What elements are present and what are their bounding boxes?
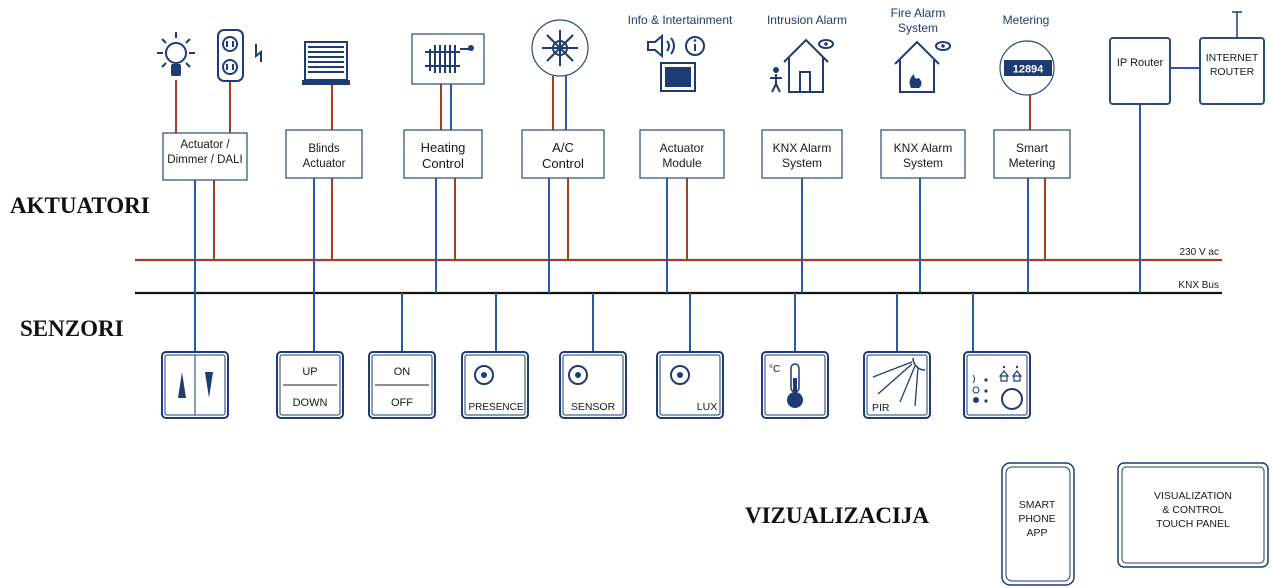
off-label: OFF xyxy=(391,397,413,409)
actuator-label-1: A/C xyxy=(552,140,574,155)
sensor-pir: PIR xyxy=(863,351,931,419)
actuator-box-heating: Heating Control xyxy=(403,129,483,179)
smart-phone-app: SMART PHONE APP xyxy=(1001,462,1075,586)
touch-panel: VISUALIZATION & CONTROL TOUCH PANEL xyxy=(1117,462,1269,568)
actuator-box-module: Actuator Module xyxy=(639,129,725,179)
sensor-up-down: UP DOWN xyxy=(276,351,344,419)
sensor-room-controller xyxy=(963,351,1031,419)
sensor-thermostat: °C xyxy=(761,351,829,419)
actuator-label-2: Control xyxy=(542,156,584,171)
panel-label-2: & CONTROL xyxy=(1162,504,1223,516)
sensor-lux: LUX xyxy=(656,351,724,419)
actuator-label-2: Control xyxy=(422,156,464,171)
actuator-box-alarm-2: KNX Alarm System xyxy=(880,129,966,179)
internet-router-label-2: ROUTER xyxy=(1210,66,1255,78)
actuator-box-dimmer: Actuator / Dimmer / DALI xyxy=(162,132,248,181)
actuator-label-1: Actuator xyxy=(660,141,705,155)
actuators-section-label: AKTUATORI xyxy=(10,193,150,218)
panel-label-3: TOUCH PANEL xyxy=(1156,518,1230,530)
meter-digits: 12894 xyxy=(1013,64,1044,76)
actuator-box-blinds: Blinds Actuator xyxy=(285,129,363,179)
actuator-box-metering: Smart Metering xyxy=(993,129,1071,179)
actuator-label-1: Actuator / xyxy=(180,139,230,151)
actuator-label-1: KNX Alarm xyxy=(894,141,953,155)
control-dial xyxy=(1001,388,1023,410)
actuator-box-ac: A/C Control xyxy=(521,129,605,179)
power-bus-label: 230 V ac xyxy=(1180,247,1219,258)
actuator-label-1: Heating xyxy=(421,140,466,155)
on-label: ON xyxy=(394,366,411,378)
actuator-label-1: Blinds xyxy=(308,143,340,155)
sensor-on-off: ON OFF xyxy=(368,351,436,419)
arrow-down-icon xyxy=(205,372,213,398)
light-bulb-icon xyxy=(157,32,195,76)
celsius-label: °C xyxy=(769,364,780,375)
info-entertainment-label: Info & Intertainment xyxy=(628,13,733,27)
visualization-section-label: VIZUALIZACIJA xyxy=(745,503,929,528)
fire-alarm-label-2: System xyxy=(898,21,938,35)
actuator-label-1: KNX Alarm xyxy=(773,141,832,155)
actuator-label-2: System xyxy=(903,156,943,170)
knx-bus-label: KNX Bus xyxy=(1178,280,1219,291)
actuator-label-2: System xyxy=(782,156,822,170)
metering-label: Metering xyxy=(1003,13,1050,27)
actuator-connections xyxy=(194,104,1141,293)
lux-label: LUX xyxy=(697,401,717,413)
electricity-meter-icon: 12894 xyxy=(999,40,1055,96)
internet-router-label-1: INTERNET xyxy=(1206,52,1259,64)
sensor-presence: PRESENCE xyxy=(461,351,529,419)
radiator-icon xyxy=(411,33,485,85)
antenna-icon xyxy=(1232,11,1242,38)
phone-label-1: SMART xyxy=(1019,499,1056,511)
internet-router: INTERNET ROUTER xyxy=(1199,37,1265,105)
speaker-info-icon xyxy=(647,33,705,92)
icon-connections xyxy=(175,76,1031,133)
down-label: DOWN xyxy=(293,397,328,409)
sensors-section-label: SENZORI xyxy=(20,316,124,341)
presence-label: PRESENCE xyxy=(468,402,523,413)
sun-snowflake-icon xyxy=(531,19,589,77)
sensor-generic: SENSOR xyxy=(559,351,627,419)
actuator-label-2: Metering xyxy=(1009,156,1056,170)
home-icon xyxy=(998,370,1010,382)
ip-router: IP Router xyxy=(1109,37,1171,105)
sensor-connections xyxy=(194,293,974,352)
intrusion-house-icon xyxy=(770,38,834,93)
power-socket-icon xyxy=(217,29,262,82)
sensor-label: SENSOR xyxy=(571,401,616,413)
away-icon xyxy=(1011,370,1023,382)
actuator-label-2: Module xyxy=(662,156,702,170)
panel-label-1: VISUALIZATION xyxy=(1154,490,1232,502)
thermometer-icon xyxy=(787,363,803,408)
fire-alarm-label-1: Fire Alarm xyxy=(891,6,946,20)
phone-label-3: APP xyxy=(1026,527,1047,539)
actuator-label-2: Dimmer / DALI xyxy=(167,154,242,166)
arrow-up-icon xyxy=(178,372,186,398)
up-label: UP xyxy=(302,366,317,378)
actuator-label-2: Actuator xyxy=(303,158,346,170)
intrusion-alarm-label: Intrusion Alarm xyxy=(767,13,847,27)
actuator-box-alarm-1: KNX Alarm System xyxy=(761,129,843,179)
window-blinds-icon xyxy=(302,41,350,85)
actuator-label-1: Smart xyxy=(1016,141,1049,155)
fire-house-icon xyxy=(894,40,951,93)
phone-label-2: PHONE xyxy=(1018,513,1055,525)
sensor-blinds-arrows xyxy=(161,351,229,419)
ip-router-label: IP Router xyxy=(1117,57,1164,69)
pir-label: PIR xyxy=(872,402,890,414)
